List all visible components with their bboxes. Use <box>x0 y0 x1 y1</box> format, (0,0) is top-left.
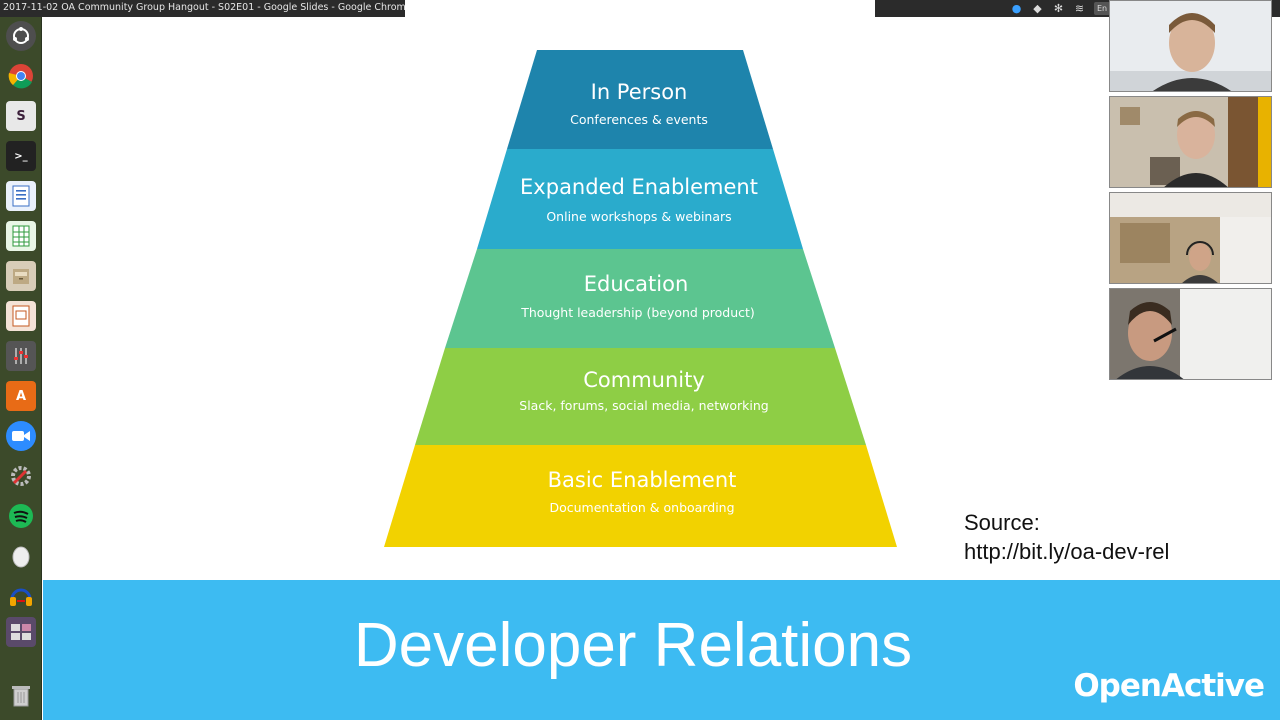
slide-canvas: In Person Conferences & events Expanded … <box>43 17 1280 720</box>
tier-1-subtitle: Conferences & events <box>570 112 708 127</box>
wifi-icon[interactable]: ≋ <box>1074 2 1085 15</box>
pyramid-tier-4 <box>415 348 866 445</box>
participant-video-4[interactable] <box>1109 288 1272 380</box>
egg-icon[interactable] <box>6 541 36 571</box>
file-cabinet-icon[interactable] <box>6 261 36 291</box>
trash-icon[interactable] <box>6 681 36 711</box>
window-title: 2017-11-02 OA Community Group Hangout - … <box>3 2 406 13</box>
pyramid-tier-2 <box>477 149 803 249</box>
spreadsheet-icon[interactable] <box>6 221 36 251</box>
tier-3-subtitle: Thought leadership (beyond product) <box>521 305 755 320</box>
title-banner: Developer Relations OpenActive <box>43 580 1280 720</box>
headphones-icon[interactable] <box>6 581 36 611</box>
document-icon[interactable] <box>6 181 36 211</box>
spotify-icon[interactable] <box>6 501 36 531</box>
video-camera-icon[interactable] <box>6 421 36 451</box>
tier-3-title: Education <box>583 272 689 296</box>
participant-video-2[interactable] <box>1109 96 1272 188</box>
workspace-switcher-icon[interactable] <box>6 617 36 647</box>
source-link[interactable]: http://bit.ly/oa-dev-rel <box>964 539 1170 564</box>
slack-icon[interactable]: S <box>6 101 36 131</box>
gear-wrench-icon[interactable] <box>6 461 36 491</box>
ubuntu-icon[interactable] <box>6 21 36 51</box>
tier-4-title: Community <box>583 368 705 392</box>
settings-icon[interactable]: ✻ <box>1053 2 1064 15</box>
terminal-icon[interactable]: >_ <box>6 141 36 171</box>
shopping-bag-icon[interactable]: A <box>6 381 36 411</box>
tier-5-subtitle: Documentation & onboarding <box>549 500 735 515</box>
participant-video-3[interactable] <box>1109 192 1272 284</box>
chrome-icon[interactable] <box>6 61 36 91</box>
title-bar-gap <box>405 0 875 17</box>
person-avatar-icon <box>1110 289 1271 379</box>
pyramid-tier-5 <box>384 445 897 547</box>
tier-1-title: In Person <box>590 80 688 104</box>
presentation-icon[interactable] <box>6 301 36 331</box>
person-avatar-icon <box>1110 97 1271 187</box>
tier-2-title: Expanded Enablement <box>520 175 758 199</box>
pyramid-tier-3 <box>445 249 835 348</box>
person-avatar-icon <box>1110 1 1271 91</box>
slide-title: Developer Relations <box>353 611 913 680</box>
pyramid-diagram <box>384 50 897 547</box>
sliders-icon[interactable] <box>6 341 36 371</box>
dropbox-icon[interactable]: ◆ <box>1033 2 1042 15</box>
keyboard-layout-indicator[interactable]: En <box>1094 2 1110 15</box>
source-label: Source: <box>964 510 1040 535</box>
video-camera-icon[interactable]: ● <box>1011 2 1022 15</box>
tier-4-subtitle: Slack, forums, social media, networking <box>519 398 769 413</box>
launcher: S >_ A <box>0 17 42 720</box>
tier-5-title: Basic Enablement <box>547 468 737 492</box>
brand-logo: OpenActive <box>1073 668 1265 704</box>
person-avatar-icon <box>1110 193 1271 283</box>
pyramid-tier-1 <box>507 50 773 149</box>
top-panel: 2017-11-02 OA Community Group Hangout - … <box>0 0 1280 17</box>
tier-2-subtitle: Online workshops & webinars <box>546 209 732 224</box>
participant-video-1[interactable] <box>1109 0 1272 92</box>
